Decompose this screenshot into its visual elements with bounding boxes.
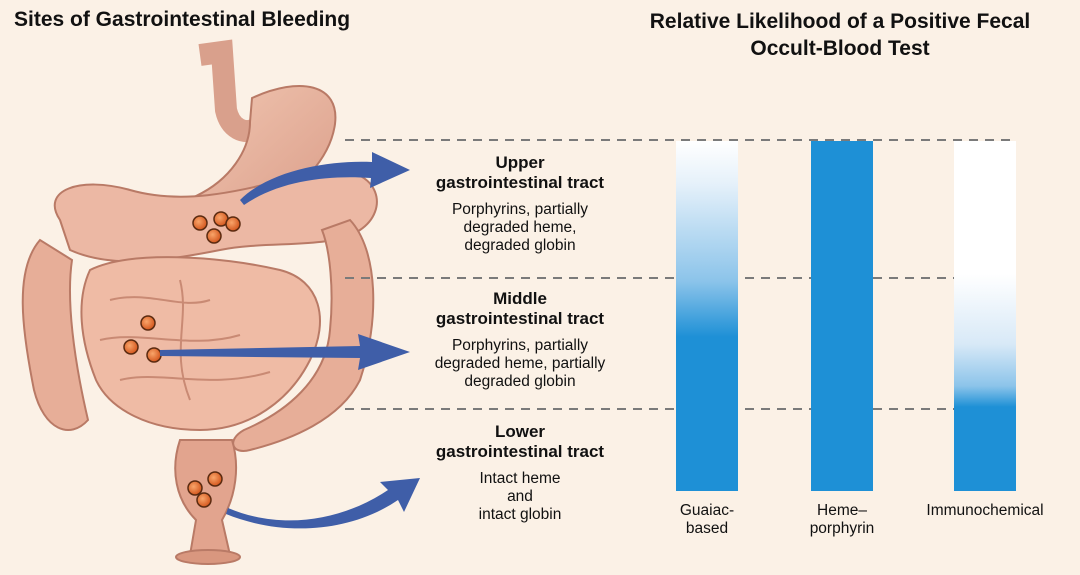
bleeding-sites-middle [123,315,162,363]
region-heading: Lower [494,422,546,441]
right-title-line: Occult-Blood Test [750,37,930,60]
bleeding-sites-upper [192,211,241,244]
right-title-line: Relative Likelihood of a Positive Fecal [649,10,1031,33]
arrow-middle [160,334,410,370]
bleeding-site-marker [206,228,222,244]
test-label-heme-porphyrin: Heme– porphyrin [792,502,892,538]
test-label-line: porphyrin [809,520,875,537]
bleeding-sites-lower [187,471,223,508]
region-heading: gastrointestinal tract [435,309,605,328]
region-middle: Middle gastrointestinal tract Porphyrins… [390,289,650,391]
description-line: degraded heme, partially [434,355,606,372]
arrow-lower [226,478,420,529]
test-label-immunochemical: Immunochemical [905,502,1065,520]
test-label-line: based [685,520,729,537]
bar-heme-porphyrin [811,141,873,491]
bleeding-site-marker [192,215,208,231]
bar-immunochemical [954,141,1016,491]
test-label-line: Guaiac- [679,502,735,519]
description-line: Porphyrins, partially [451,337,589,354]
region-description: Intact heme and intact globin [390,470,650,524]
description-line: degraded globin [464,237,576,254]
region-heading: Upper [495,153,545,172]
ascending-colon-shape [21,238,90,431]
bleeding-site-marker [123,339,139,355]
test-label-line: Heme– [817,502,867,519]
region-description: Porphyrins, partially degraded heme, par… [390,337,650,391]
region-arrows [160,152,420,529]
test-label-guaiac: Guaiac- based [657,502,757,538]
test-label-line: Immunochemical [926,502,1044,519]
bleeding-site-marker [146,347,162,363]
bleeding-site-marker [207,471,223,487]
region-lower: Lower gastrointestinal tract Intact heme… [390,422,650,524]
bar-guaiac-based [676,141,738,491]
arrow-upper [240,152,410,205]
description-line: intact globin [478,506,562,523]
bleeding-site-marker [187,480,203,496]
bleeding-site-marker [225,216,241,232]
anus-shape [175,549,241,565]
description-line: degraded globin [464,373,576,390]
region-heading: gastrointestinal tract [435,173,605,192]
description-line: Porphyrins, partially [451,201,589,218]
description-line: degraded heme, [463,219,577,236]
bleeding-site-marker [140,315,156,331]
region-upper: Upper gastrointestinal tract Porphyrins,… [390,153,650,255]
left-title: Sites of Gastrointestinal Bleeding [14,8,351,31]
region-description: Porphyrins, partially degraded heme, deg… [390,201,650,255]
region-heading: Middle [493,289,547,308]
intestine-folds [99,279,271,401]
description-line: and [507,488,533,505]
bleeding-site-marker [196,492,212,508]
region-heading: gastrointestinal tract [435,442,605,461]
small-intestine-shape [80,256,321,432]
description-line: Intact heme [479,470,561,487]
right-title: Relative Likelihood of a Positive Fecal … [600,8,1080,62]
